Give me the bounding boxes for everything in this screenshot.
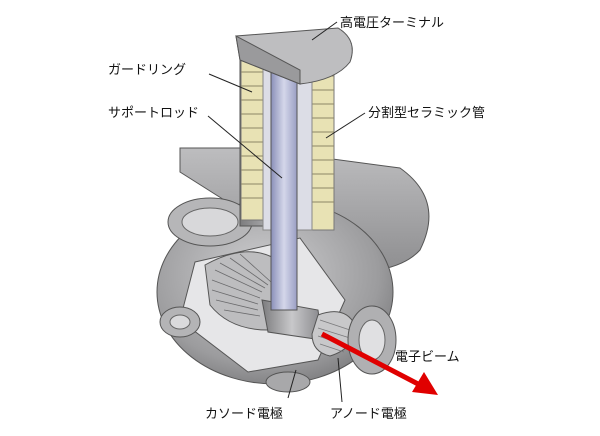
insulator-column: [239, 55, 335, 311]
side-port-flange: [159, 306, 201, 338]
ceramic-tube-stack-right: [311, 59, 335, 231]
label-ceramic-tube: 分割型セラミック管: [368, 105, 485, 121]
label-support-rod: サポートロッド: [108, 106, 199, 121]
label-cathode: カソード電極: [205, 406, 283, 422]
beam-port-flange: [347, 305, 397, 375]
hv-terminal: [235, 27, 353, 85]
label-anode: アノード電極: [330, 406, 407, 422]
label-electron-beam: 電子ビーム: [395, 350, 460, 365]
label-hv-terminal: 高電圧ターミナル: [340, 15, 444, 31]
annotations: 高電圧ターミナル ガードリング サポートロッド 分割型セラミック管 電子ビーム …: [108, 15, 485, 422]
label-guard-ring: ガードリング: [108, 63, 186, 78]
bottom-port-flange: [265, 371, 311, 393]
support-rod: [270, 57, 298, 311]
guard-ring-stack-left: [240, 59, 264, 221]
electron-beam-arrow: [320, 331, 438, 395]
